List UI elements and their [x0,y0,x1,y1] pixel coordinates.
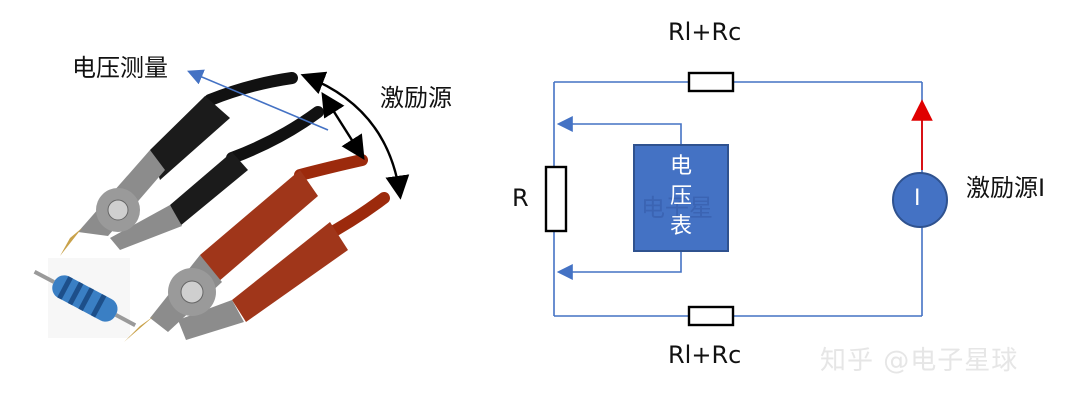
dut-resistor [544,165,568,233]
voltage-measure-label: 电压测量 [72,54,168,82]
circuit-schematic [544,71,948,327]
black-clip [60,72,324,256]
bottom-resistor-label: Rl+Rc [668,341,742,369]
source-bracket-arrow [300,71,410,200]
red-clip [124,154,390,342]
voltmeter-box: 电子星 电 压 表 [633,144,729,252]
short-bracket-arrow [321,91,365,161]
current-source-symbol [892,172,948,228]
top-lead-resistor [687,71,735,93]
kelvin-clips-photo [33,69,410,342]
top-resistor-label: Rl+Rc [668,18,742,46]
blue-resistor [33,269,137,327]
meter-char-2: 压 [669,184,692,209]
bottom-lead-resistor [687,305,735,327]
source-symbol-label: I [914,186,921,211]
dut-label: R [512,184,529,212]
meter-char-1: 电 [669,154,692,179]
source-label: 激励源I [966,174,1046,202]
sense-wire-bottom [556,252,682,280]
meter-watermark: 电子星 [641,194,713,222]
meter-char-3: 表 [669,214,692,239]
sense-wire-top [556,116,682,144]
excitation-source-label: 激励源 [380,84,452,112]
site-watermark: 知乎 @电子星球 [820,346,1019,376]
